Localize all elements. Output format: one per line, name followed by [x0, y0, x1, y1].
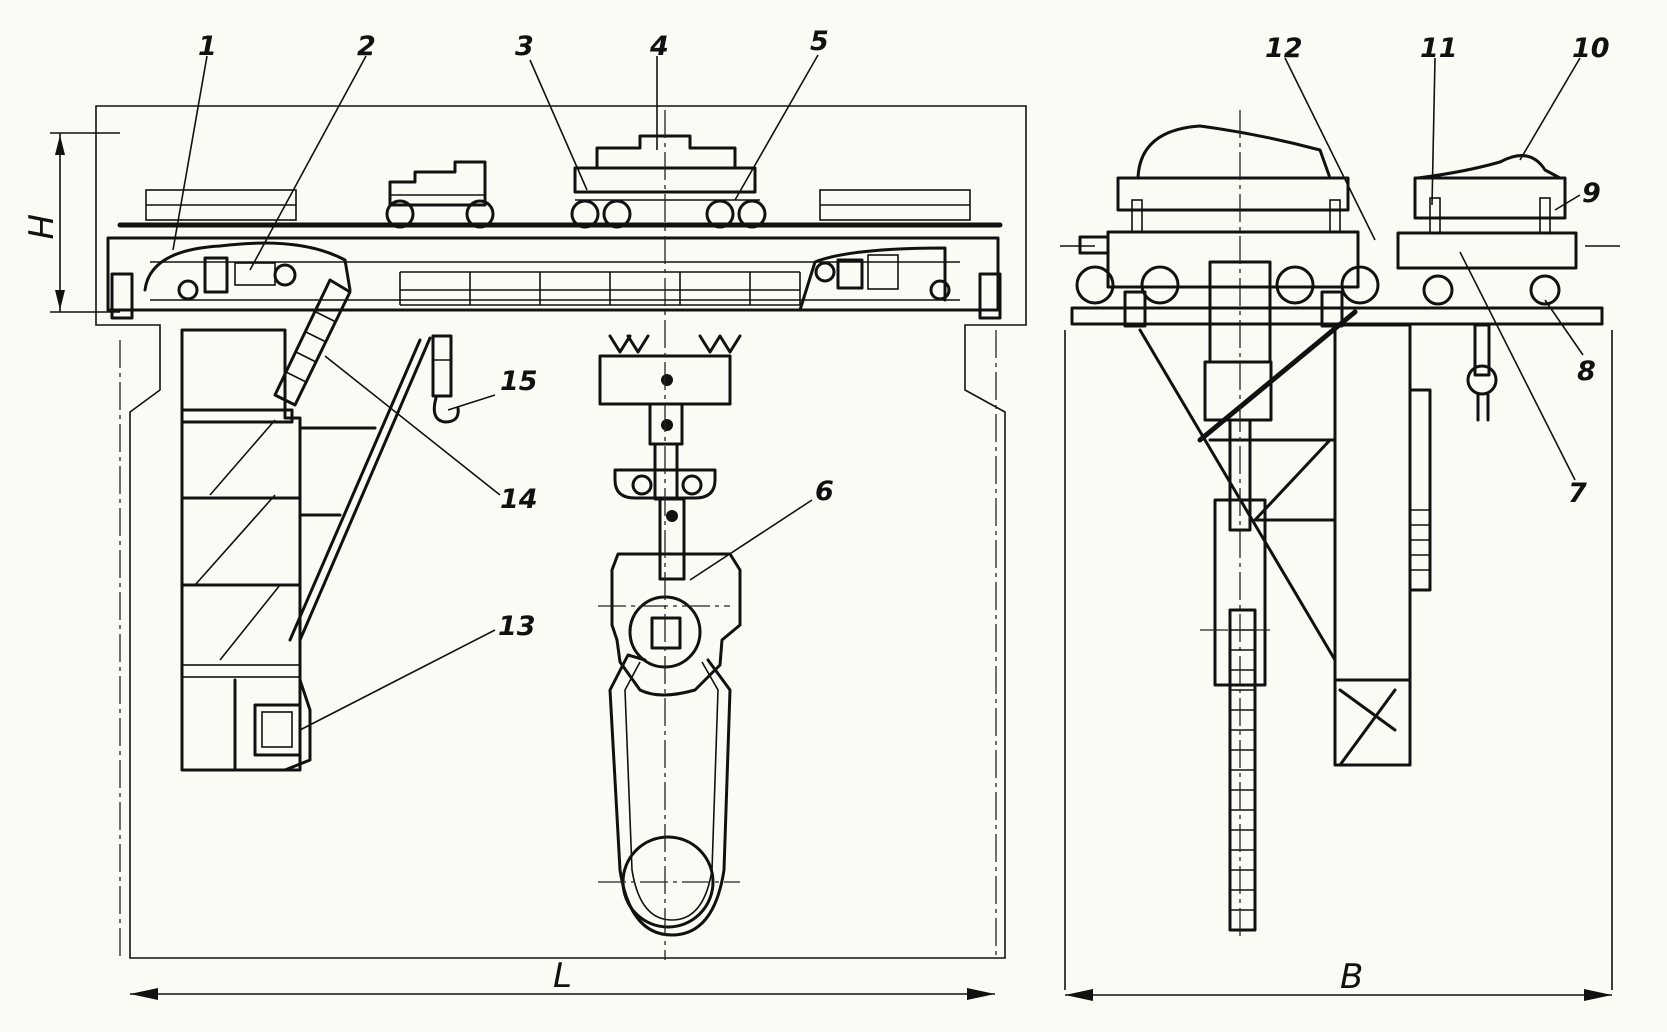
- main-trolley: [570, 134, 767, 229]
- label-9: 9: [1582, 178, 1601, 209]
- label-14: 14: [500, 484, 538, 515]
- main-column: [1203, 260, 1273, 932]
- label-5: 5: [810, 26, 829, 57]
- ladder: [273, 278, 352, 407]
- span-label: L: [553, 956, 572, 996]
- label-3: 3: [515, 31, 534, 62]
- width-label: B: [1340, 957, 1363, 997]
- truss-bracing: [1138, 309, 1358, 662]
- label-6: 6: [815, 476, 834, 507]
- side-view: B 12 11 10 9 8 7: [1060, 33, 1620, 1001]
- height-label: H: [19, 214, 59, 240]
- front-view: H L 1 2 3 4 5 6 15 14 13: [19, 26, 1027, 1000]
- label-11: 11: [1420, 33, 1458, 64]
- mechanism-housings: [143, 241, 951, 312]
- label-12: 12: [1265, 33, 1303, 64]
- leader-lines-side: [1284, 57, 1584, 481]
- main-trolley-side: [1075, 124, 1380, 328]
- side-clearance-outline: [1064, 330, 1613, 990]
- auxiliary-hook: [431, 334, 460, 424]
- label-13: 13: [498, 611, 536, 642]
- label-8: 8: [1577, 356, 1596, 387]
- auxiliary-trolley-side: [1396, 154, 1578, 422]
- drive-unit: [598, 334, 742, 406]
- auxiliary-trolley: [385, 160, 495, 229]
- height-dimension: H: [19, 132, 120, 313]
- gripping-mechanism: [608, 402, 742, 937]
- label-1: 1: [198, 31, 217, 62]
- width-dimension: B: [1065, 957, 1612, 1001]
- label-15: 15: [500, 366, 538, 397]
- bridge-girder: [106, 189, 1003, 320]
- span-dimension: L: [130, 956, 995, 1000]
- leader-lines-front: [172, 54, 819, 731]
- operator-cabin: [180, 328, 432, 772]
- label-7: 7: [1568, 478, 1587, 509]
- label-4: 4: [649, 31, 669, 62]
- cabin-side: [1333, 323, 1432, 767]
- label-10: 10: [1572, 33, 1610, 64]
- clearance-outline: [95, 105, 1027, 959]
- label-2: 2: [357, 31, 376, 62]
